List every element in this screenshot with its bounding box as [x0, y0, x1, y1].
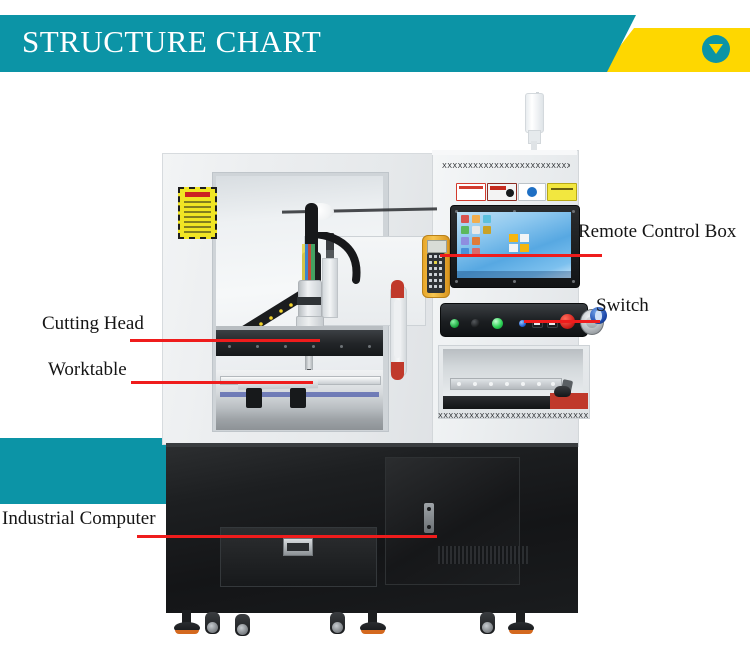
page-title: STRUCTURE CHART — [22, 24, 322, 59]
leader-line-industrial-computer — [137, 535, 437, 538]
worktable-clamp-left — [246, 388, 262, 408]
pneumatic-cylinder — [322, 258, 338, 318]
mouse-pad — [550, 393, 588, 409]
handheld-remote-pendant[interactable] — [422, 235, 450, 298]
gantry-rail-top — [216, 326, 383, 331]
caster-wheel — [235, 614, 250, 636]
laser-button[interactable] — [519, 320, 526, 327]
leader-line-switch — [524, 320, 600, 323]
chip-tray — [216, 408, 383, 430]
foot-stem — [516, 610, 525, 624]
keyboard[interactable] — [443, 396, 551, 409]
accent-block — [0, 438, 166, 504]
pendant-keypad[interactable] — [427, 253, 445, 293]
door-handle-grip[interactable] — [394, 300, 401, 358]
gantry-fasteners — [222, 345, 377, 349]
spindle-hose — [310, 230, 372, 294]
leader-line-worktable — [131, 381, 313, 384]
caster-wheel — [205, 612, 220, 634]
limit-sensor — [326, 233, 334, 255]
power-on-button[interactable] — [450, 319, 459, 328]
leader-line-cutting-head — [130, 339, 320, 342]
header-badge[interactable] — [702, 35, 730, 63]
pendant-display — [427, 240, 447, 253]
callout-label-industrial-computer: Industrial Computer — [2, 508, 156, 529]
adjustable-foot — [174, 622, 200, 634]
adjustable-foot — [360, 622, 386, 634]
drawer-handle[interactable] — [283, 538, 313, 556]
caution-sticker — [487, 183, 517, 201]
foot-stem — [182, 610, 191, 624]
callout-label-cutting-head: Cutting Head — [42, 313, 144, 334]
callout-label-switch: Switch — [596, 295, 649, 316]
vent-perforation-bottom: XXXXXXXXXXXXXXXXXXXXXXXXXXXXXXXXXXXXXXXX… — [438, 412, 588, 420]
desktop-taskbar — [457, 271, 571, 278]
signal-tower-lamp — [525, 93, 544, 133]
windows-logo-icon — [509, 234, 531, 254]
nameplate-sticker — [456, 183, 486, 201]
limit-sensor-body — [326, 250, 334, 259]
door-handle-top-cap — [391, 280, 404, 298]
start-button[interactable] — [492, 318, 503, 329]
leader-line-remote-control-box — [440, 254, 602, 257]
warning-label-yellow — [178, 187, 217, 239]
worktable-clamp-right — [290, 388, 306, 408]
adjustable-foot — [508, 622, 534, 634]
signal-tower-stem — [531, 141, 537, 151]
header-teal-band — [0, 15, 636, 72]
caster-wheel — [330, 612, 345, 634]
certification-sticker — [518, 183, 546, 201]
caster-wheel — [480, 612, 495, 634]
button-control-panel[interactable] — [440, 303, 604, 337]
base-cabinet-top-edge — [166, 443, 578, 447]
door-handle-bottom-cap — [391, 362, 404, 380]
spindle-clamp — [297, 297, 321, 305]
shelf-rail — [450, 378, 562, 390]
chevron-down-icon — [709, 44, 723, 54]
monitor-screen[interactable] — [457, 212, 571, 278]
machine-body-right-top-edge — [432, 150, 577, 155]
cabinet-door[interactable] — [385, 457, 520, 585]
power-off-button[interactable] — [471, 319, 480, 328]
callout-label-remote-control-box: Remote Control Box — [578, 221, 737, 242]
gantry-beam — [216, 330, 383, 356]
spindle-nose — [305, 352, 313, 370]
cabinet-door-latch[interactable] — [424, 503, 434, 533]
mouse[interactable] — [554, 386, 571, 397]
callout-label-worktable: Worktable — [48, 359, 127, 380]
voltage-warning-sticker — [547, 183, 577, 201]
cabinet-door-vent — [438, 546, 528, 564]
foot-stem — [368, 610, 377, 624]
usb-port-cap[interactable] — [590, 307, 607, 324]
